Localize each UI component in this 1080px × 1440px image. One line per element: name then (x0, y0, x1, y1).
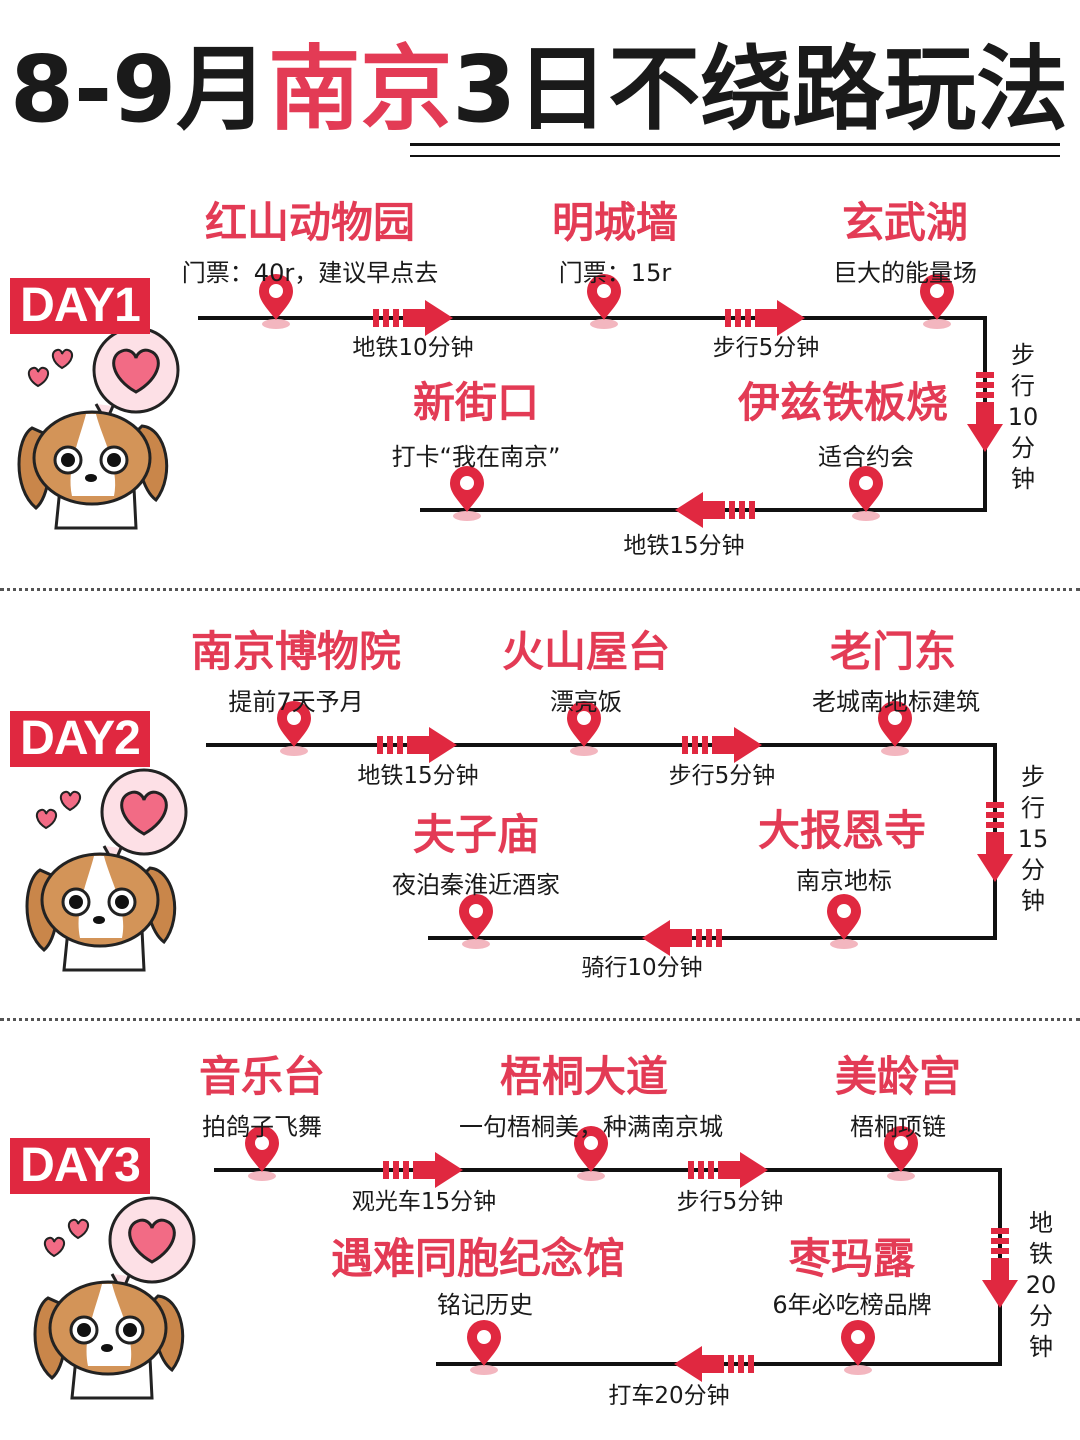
red-arrow-icon (682, 727, 762, 763)
puppy-heart-sticker (25, 768, 188, 972)
stop-note: 提前7天予月 (228, 688, 364, 716)
day-badge: DAY1 (10, 278, 150, 334)
title-part3: 3日不绕路玩法 (452, 36, 1069, 143)
transit-label: 打车20分钟 (608, 1383, 730, 1409)
red-arrow-icon (642, 920, 722, 956)
map-pin-icon (450, 466, 484, 521)
title-underline-thin (410, 155, 1060, 157)
day-badge: DAY2 (10, 711, 150, 767)
stop-note: 一句梧桐美，种满南京城 (459, 1113, 723, 1141)
transit-label: 地铁15分钟 (623, 533, 745, 559)
stop-name: 音乐台 (198, 1052, 325, 1101)
stop-name: 新街口 (412, 378, 539, 427)
map-pin-icon (467, 1320, 501, 1375)
day-badge: DAY3 (10, 1138, 150, 1194)
stop-name: 明城墙 (551, 198, 678, 247)
map-pin-icon (849, 466, 883, 521)
map-pin-icon (459, 894, 493, 949)
stop-note: 铭记历史 (437, 1291, 533, 1319)
puppy-heart-sticker (33, 1196, 196, 1400)
stop-note: 巨大的能量场 (833, 259, 977, 287)
transit-label: 步行5分钟 (676, 1189, 784, 1215)
title-city: 南京 (268, 36, 453, 143)
section-divider (0, 1018, 1080, 1021)
stop-name: 枣玛露 (788, 1234, 915, 1283)
map-pin-icon (841, 1320, 875, 1375)
stop-note: 适合约会 (818, 443, 914, 471)
stop-note: 拍鸽子飞舞 (202, 1113, 322, 1141)
stop-note: 梧桐项链 (850, 1113, 946, 1141)
puppy-heart-sticker (17, 326, 180, 530)
stop-note: 门票：40r，建议早点去 (181, 259, 439, 287)
stop-note: 漂亮饭 (550, 688, 622, 716)
stop-name: 火山屋台 (501, 627, 670, 676)
stop-name: 梧桐大道 (499, 1052, 668, 1101)
red-arrow-icon (725, 300, 805, 336)
stop-name: 美龄宫 (834, 1052, 961, 1101)
section-divider (0, 588, 1080, 591)
page-title: 8-9月南京3日不绕路玩法 (10, 30, 1070, 150)
stop-note: 门票：15r (558, 259, 672, 287)
transit-label: 步行5分钟 (712, 335, 820, 361)
stop-name: 遇难同胞纪念馆 (330, 1234, 625, 1283)
transit-label-vertical: 步行15分钟 (1017, 763, 1049, 915)
stop-note: 6年必吃榜品牌 (772, 1291, 932, 1319)
transit-label: 骑行10分钟 (581, 955, 703, 981)
map-pin-icon (827, 894, 861, 949)
transit-label: 观光车15分钟 (351, 1189, 497, 1215)
stop-name: 南京博物院 (190, 627, 401, 676)
red-arrow-icon (674, 1346, 754, 1382)
stop-note: 打卡“我在南京” (391, 443, 561, 471)
transit-label-vertical: 步行10分钟 (1007, 341, 1039, 493)
transit-label: 地铁10分钟 (352, 335, 474, 361)
red-arrow-icon (377, 727, 457, 763)
stop-note: 夜泊秦淮近酒家 (392, 871, 560, 899)
title-underline (410, 143, 1060, 146)
red-arrow-icon (373, 300, 453, 336)
red-arrow-icon (688, 1152, 768, 1188)
stop-name: 玄武湖 (841, 198, 968, 247)
transit-label: 步行5分钟 (668, 763, 776, 789)
stop-note: 南京地标 (796, 867, 892, 895)
stop-name: 夫子庙 (412, 810, 539, 859)
stop-name: 伊兹铁板烧 (737, 378, 948, 427)
stop-name: 老门东 (829, 627, 956, 676)
stop-name: 大报恩寺 (757, 806, 926, 855)
red-arrow-icon (675, 492, 755, 528)
red-arrow-icon (383, 1152, 463, 1188)
transit-label: 地铁15分钟 (357, 763, 479, 789)
transit-label-vertical: 地铁20分钟 (1025, 1209, 1057, 1361)
stop-name: 红山动物园 (204, 198, 415, 247)
title-part1: 8-9月 (10, 36, 269, 143)
stop-note: 老城南地标建筑 (812, 688, 980, 716)
